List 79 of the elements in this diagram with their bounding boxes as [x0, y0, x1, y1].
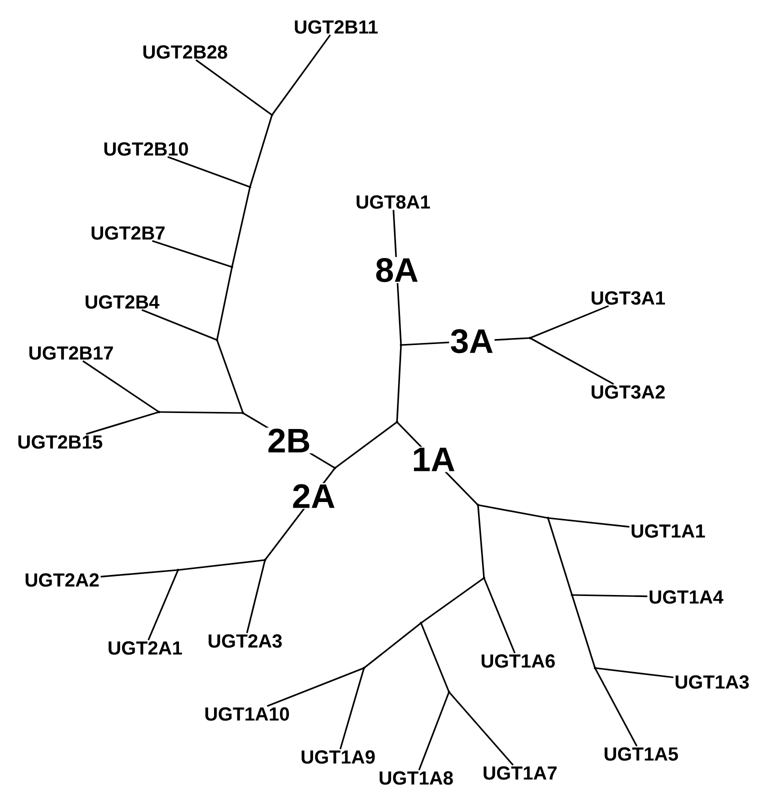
tree-branch	[249, 114, 273, 188]
gene-label: UGT3A2	[592, 385, 665, 399]
tree-branch	[195, 59, 272, 116]
tree-branch	[86, 411, 160, 435]
branch-point	[476, 504, 480, 506]
tree-branch	[246, 560, 266, 634]
gene-label: UGT1A1	[632, 524, 705, 538]
branch-point	[362, 666, 366, 670]
gene-label: UGT1A5	[604, 747, 678, 761]
gene-label: UGT2A1	[108, 641, 182, 655]
branch-point	[242, 412, 244, 414]
tree-branch	[478, 504, 548, 519]
gene-label: UGT1A9	[302, 750, 375, 764]
tree-branch	[271, 34, 331, 116]
gene-label: UGT1A10	[205, 707, 289, 721]
gene-label: UGT1A4	[650, 590, 724, 604]
clade-label: 8A	[376, 258, 418, 282]
tree-branch	[178, 559, 266, 571]
tree-branch	[167, 156, 250, 188]
branch-point	[216, 338, 218, 342]
tree-branch	[548, 517, 630, 528]
tree-branch	[152, 240, 232, 268]
branch-point	[270, 114, 274, 116]
tree-branch	[340, 668, 365, 750]
gene-label: UGT2B7	[92, 226, 165, 240]
gene-label: UGT1A3	[676, 675, 749, 689]
branch-point	[264, 558, 266, 562]
tree-branch	[483, 578, 516, 654]
gene-label: UGT1A6	[482, 654, 555, 668]
tree-branch	[418, 692, 450, 770]
gene-label: UGT2B11	[294, 20, 378, 34]
tree-branch	[594, 667, 674, 678]
gene-label: UGT2B4	[86, 295, 160, 309]
gene-label: UGT1A7	[484, 766, 557, 780]
gene-label: UGT2B28	[143, 45, 228, 59]
tree-branch	[572, 594, 648, 598]
branch-point	[594, 666, 596, 670]
branch-point	[248, 186, 252, 188]
tree-branch	[420, 622, 450, 692]
tree-branch	[530, 305, 609, 339]
tree-branch	[594, 668, 638, 746]
tree-branch	[148, 570, 179, 640]
clade-label: 2A	[293, 484, 334, 508]
branch-point	[570, 594, 574, 596]
branch-point	[334, 466, 336, 470]
gene-label: UGT8A1	[356, 195, 430, 209]
branch-point	[546, 516, 550, 520]
branch-point	[420, 622, 422, 624]
tree-branch	[448, 691, 514, 766]
tree-branch	[216, 340, 244, 414]
tree-branch	[100, 569, 178, 578]
tree-branch	[530, 337, 614, 385]
branch-point	[176, 568, 180, 572]
branch-point	[230, 266, 234, 268]
tree-branch	[571, 594, 596, 668]
clade-label: 1A	[414, 448, 454, 472]
gene-label: UGT2B10	[104, 142, 188, 156]
clade-label: 3A	[450, 329, 493, 354]
tree-branch	[266, 667, 364, 707]
tree-branch	[231, 186, 251, 268]
tree-branch	[477, 504, 485, 578]
branch-point	[482, 576, 486, 580]
tree-branch	[396, 344, 402, 422]
tree-branch	[216, 266, 233, 340]
gene-label: UGT2B17	[29, 346, 113, 360]
tree-branch	[158, 411, 243, 414]
tree-branch	[420, 577, 484, 624]
tree-branch	[364, 622, 422, 669]
gene-label: UGT2A3	[208, 634, 282, 648]
gene-label: UGT2A2	[26, 573, 99, 587]
tree-branch	[142, 309, 218, 341]
clade-label: 2B	[268, 428, 310, 452]
tree-branch	[334, 421, 398, 469]
gene-label: UGT2B15	[18, 435, 102, 449]
gene-label: UGT3A1	[592, 291, 665, 305]
branch-point	[448, 690, 450, 694]
tree-branch	[547, 518, 573, 596]
gene-label: UGT1A8	[380, 771, 453, 785]
tree-branch	[82, 360, 160, 413]
